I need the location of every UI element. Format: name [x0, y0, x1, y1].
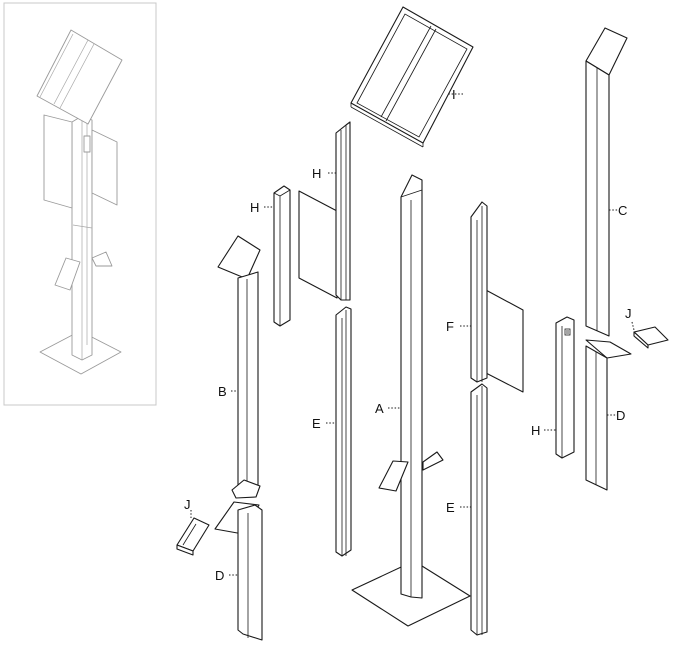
assembled-view-inset: [3, 2, 157, 406]
callout-label-j-right: J: [625, 306, 632, 321]
solar-panel-part-i: [350, 6, 474, 148]
pole-segment-part-d-left: [214, 501, 263, 641]
pole-segment-part-d-right: [585, 339, 632, 491]
callout-label-f: F: [446, 319, 454, 334]
pole-segment-part-e-right: [470, 383, 488, 636]
callout-label-h-left: H: [250, 200, 259, 215]
pole-segment-part-f: [470, 201, 524, 393]
callout-label-g: H: [312, 166, 321, 181]
pole-segment-part-c: [585, 27, 628, 337]
main-pole-part-a: [351, 174, 471, 627]
terminal-part-j-left: [176, 517, 210, 556]
callout-label-e-right: E: [446, 500, 455, 515]
column-part-h-right: [555, 316, 575, 459]
callout-labels: I H H B J D E A F E C D H J: [184, 87, 632, 583]
pole-segment-part-e-middle: [335, 306, 352, 557]
callout-label-c: C: [618, 203, 627, 218]
callout-label-b: B: [218, 384, 227, 399]
callout-label-i: I: [452, 87, 456, 102]
terminal-part-j-right: [633, 326, 669, 349]
callout-label-h-right: H: [531, 423, 540, 438]
callout-label-d-left: D: [215, 568, 224, 583]
pole-segment-part-g: [298, 121, 351, 301]
column-part-h-left: [273, 185, 291, 327]
callout-label-j-left: J: [184, 497, 191, 512]
callout-label-d-right: D: [616, 408, 625, 423]
pole-segment-part-b: [217, 235, 261, 499]
callout-label-a: A: [375, 401, 384, 416]
callout-leaders: [190, 93, 635, 576]
callout-label-e-middle: E: [312, 416, 321, 431]
